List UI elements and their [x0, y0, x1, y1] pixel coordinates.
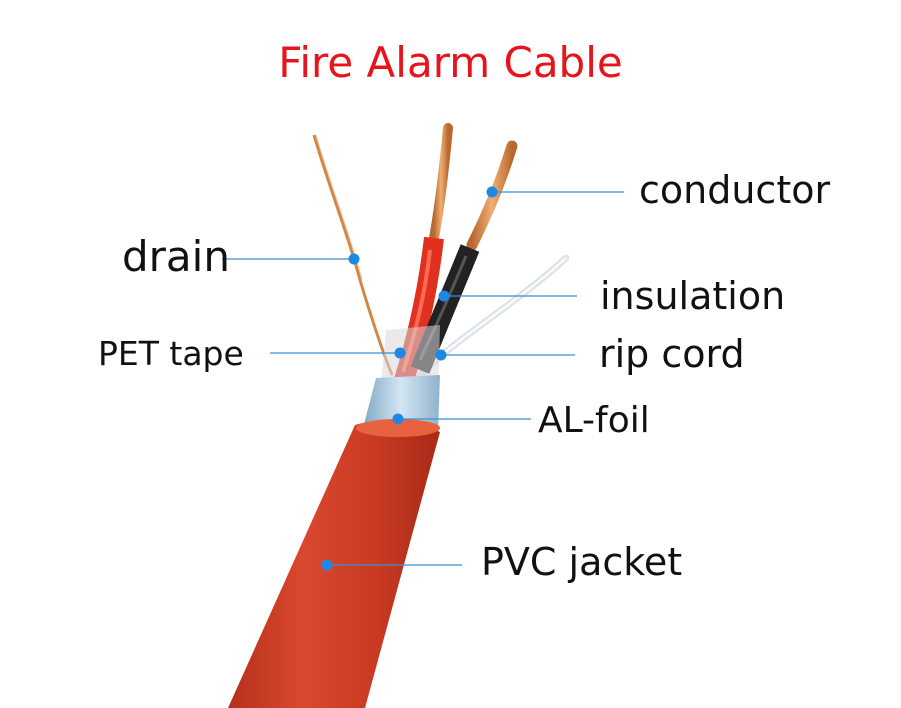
label-drain: drain	[122, 232, 230, 281]
label-pvc-jacket: PVC jacket	[481, 540, 683, 584]
diagram-title: Fire Alarm Cable	[278, 38, 623, 87]
al-foil	[362, 375, 440, 432]
label-rip-cord: rip cord	[599, 332, 745, 376]
label-insulation: insulation	[600, 274, 786, 318]
dot-drain	[348, 253, 360, 265]
label-al-foil: AL-foil	[538, 400, 650, 441]
dot-pvc-jacket	[321, 559, 333, 571]
dot-insulation	[438, 290, 450, 302]
dot-conductor	[486, 186, 498, 198]
conductor-black-copper	[466, 140, 518, 251]
dot-rip-cord	[435, 349, 447, 361]
label-pet-tape: PET tape	[98, 334, 244, 373]
dot-pet-tape	[394, 347, 406, 359]
drain-wire	[312, 134, 394, 376]
conductor-red-copper	[429, 123, 453, 243]
dot-al-foil	[392, 413, 404, 425]
label-conductor: conductor	[639, 168, 831, 212]
